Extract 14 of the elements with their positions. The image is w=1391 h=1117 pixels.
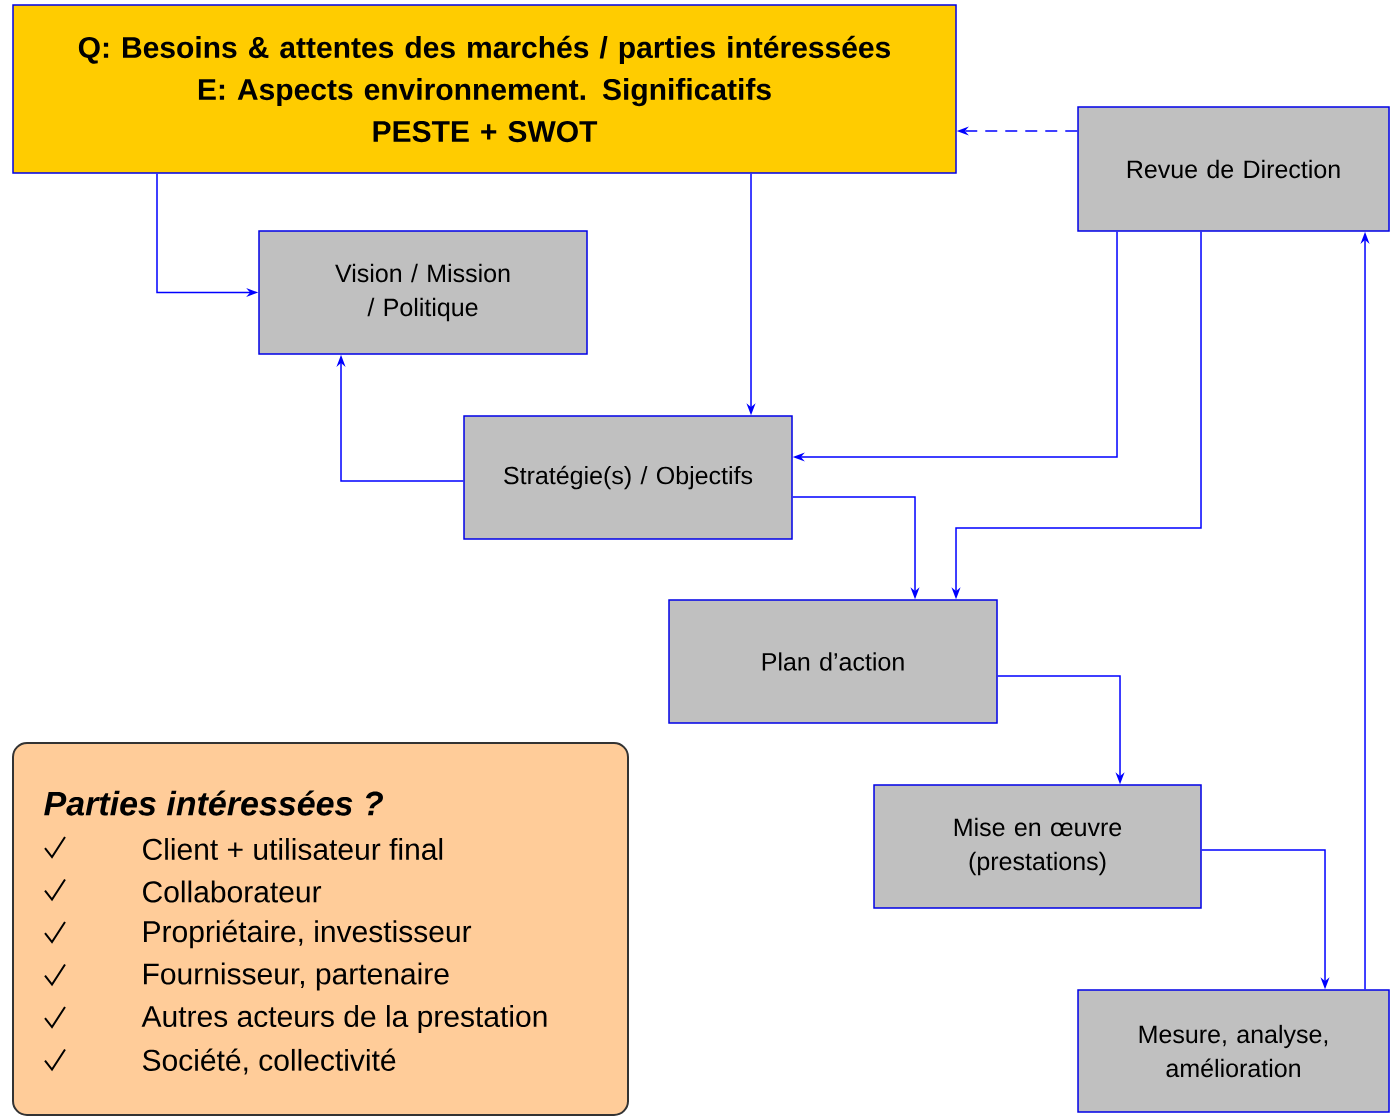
list-item: Client + utilisateur final <box>143 838 443 861</box>
process-box: Stratégie(s) / Objectifs <box>463 415 793 540</box>
process-box: Vision / Mission / Politique <box>258 230 588 355</box>
context-box: Q: Besoins & attentes des marchés / parties intéressées E: Aspects environnement. Significatifs PESTE + SWOT <box>12 4 957 174</box>
process-box: Mesure, analyse, amélioration <box>1077 989 1390 1113</box>
list-item: Fournisseur, partenaire <box>144 962 449 991</box>
process-box: Revue de Direction <box>1077 106 1390 232</box>
panel-heading: Parties intéressées ? <box>44 790 383 816</box>
process-box: Mise en œuvre (prestations) <box>873 784 1202 909</box>
list-item: Société, collectivité <box>142 1048 396 1075</box>
list-item: Collaborateur <box>143 880 322 903</box>
list-item: Autres acteurs de la prestation <box>141 1005 547 1033</box>
list-item: Propriétaire, investisseur <box>144 919 472 949</box>
process-box: Plan d’action <box>668 599 998 724</box>
